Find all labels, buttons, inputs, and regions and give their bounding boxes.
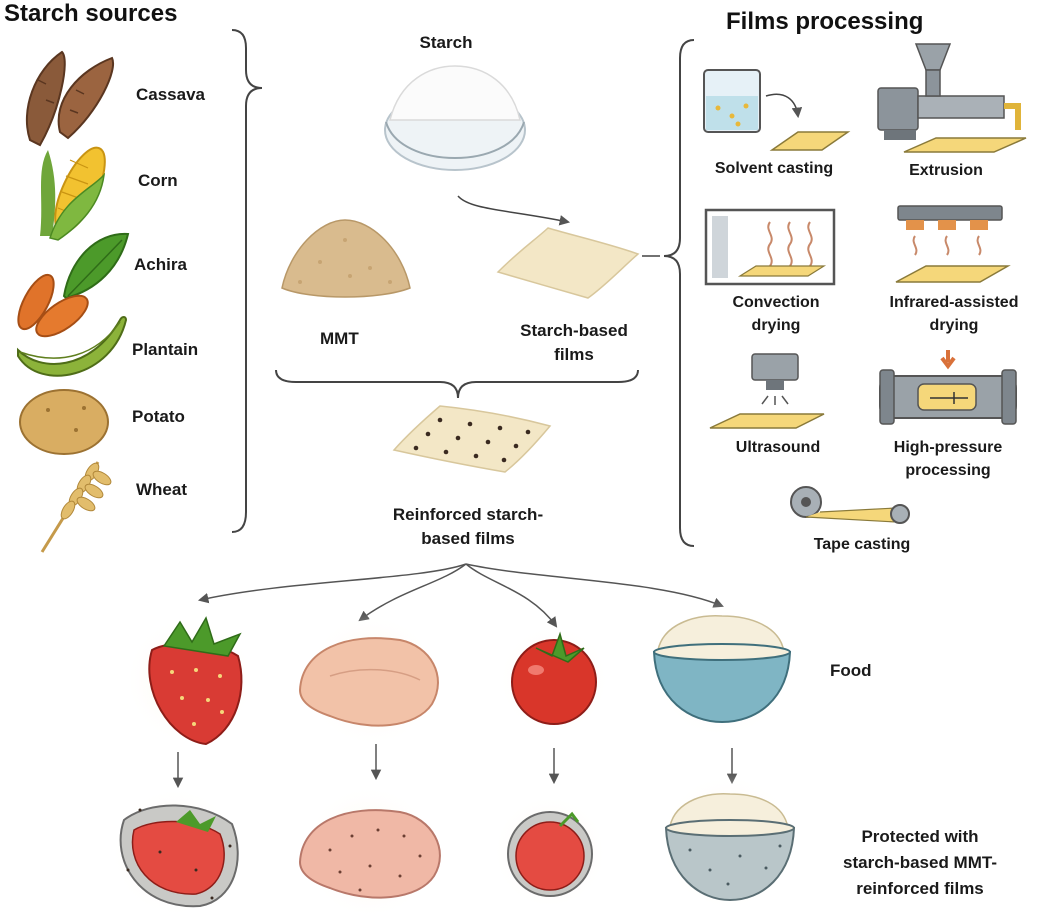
hpp-label-line1: High-pressure [893,439,1003,456]
source-label-achira: Achira [134,255,187,274]
films-label-line1: Starch-based [520,321,628,340]
infrared-label-line1: Infrared-assisted [889,294,1019,311]
tape-casting-icon [790,486,910,524]
source-label-plantain: Plantain [132,340,199,359]
corn-icon [40,146,106,241]
rice-bowl-icon [652,600,792,740]
mmt-films-brace [275,369,639,399]
ultrasound-icon [709,353,825,429]
protect-arrows [172,744,738,789]
hpp-label-line2: processing [905,462,991,479]
protected-chicken-icon [298,784,441,920]
extrusion-icon [877,43,1027,153]
protected-label-line2: starch-based MMT- [843,853,997,872]
processing-brace [663,39,695,547]
solvent-casting-icon [703,69,851,151]
source-label-wheat: Wheat [136,480,187,499]
source-label-corn: Corn [138,171,178,190]
tape-casting-label: Tape casting [813,536,911,553]
sources-brace [231,29,263,533]
source-label-cassava: Cassava [136,85,206,104]
strawberry-icon [124,614,256,746]
high-pressure-icon [879,350,1017,425]
food-label: Food [830,661,872,680]
achira-icon [17,232,130,338]
mmt-label: MMT [320,329,359,348]
ultrasound-label: Ultrasound [735,439,821,456]
tomato-icon [498,624,610,736]
wheat-icon [40,461,112,553]
films-label-line2: films [554,345,594,364]
processing-title: Films processing [726,8,924,35]
starch-film-icon [496,227,640,299]
solvent-casting-label: Solvent casting [714,160,834,177]
source-label-potato: Potato [132,407,185,426]
food-arrows [197,563,724,628]
cassava-icon [25,50,115,147]
infrared-label-line2: drying [929,317,979,334]
protected-rice-icon [658,772,798,912]
protected-strawberry-icon [110,786,242,918]
plantain-icon [17,316,128,377]
reinforced-film-icon [392,405,552,473]
mmt-powder-icon [281,219,411,298]
protected-label-line3: reinforced films [856,879,984,898]
starch-bowl-icon [384,65,526,171]
infrared-drying-icon [895,205,1011,283]
potato-icon [19,389,109,455]
chicken-breast-icon [298,612,440,748]
convection-drying-icon [704,208,836,286]
starch-label: Starch [419,33,473,52]
starch-to-film-arrow [457,195,571,226]
protected-tomato-icon [492,794,608,910]
convection-label-line2: drying [751,317,801,334]
convection-label-line1: Convection [732,294,820,311]
reinforced-label-line2: based films [421,529,515,548]
extrusion-label: Extrusion [909,162,983,179]
reinforced-label-line1: Reinforced starch- [392,505,544,524]
protected-label-line1: Protected with [861,827,979,846]
sources-title: Starch sources [4,0,178,27]
